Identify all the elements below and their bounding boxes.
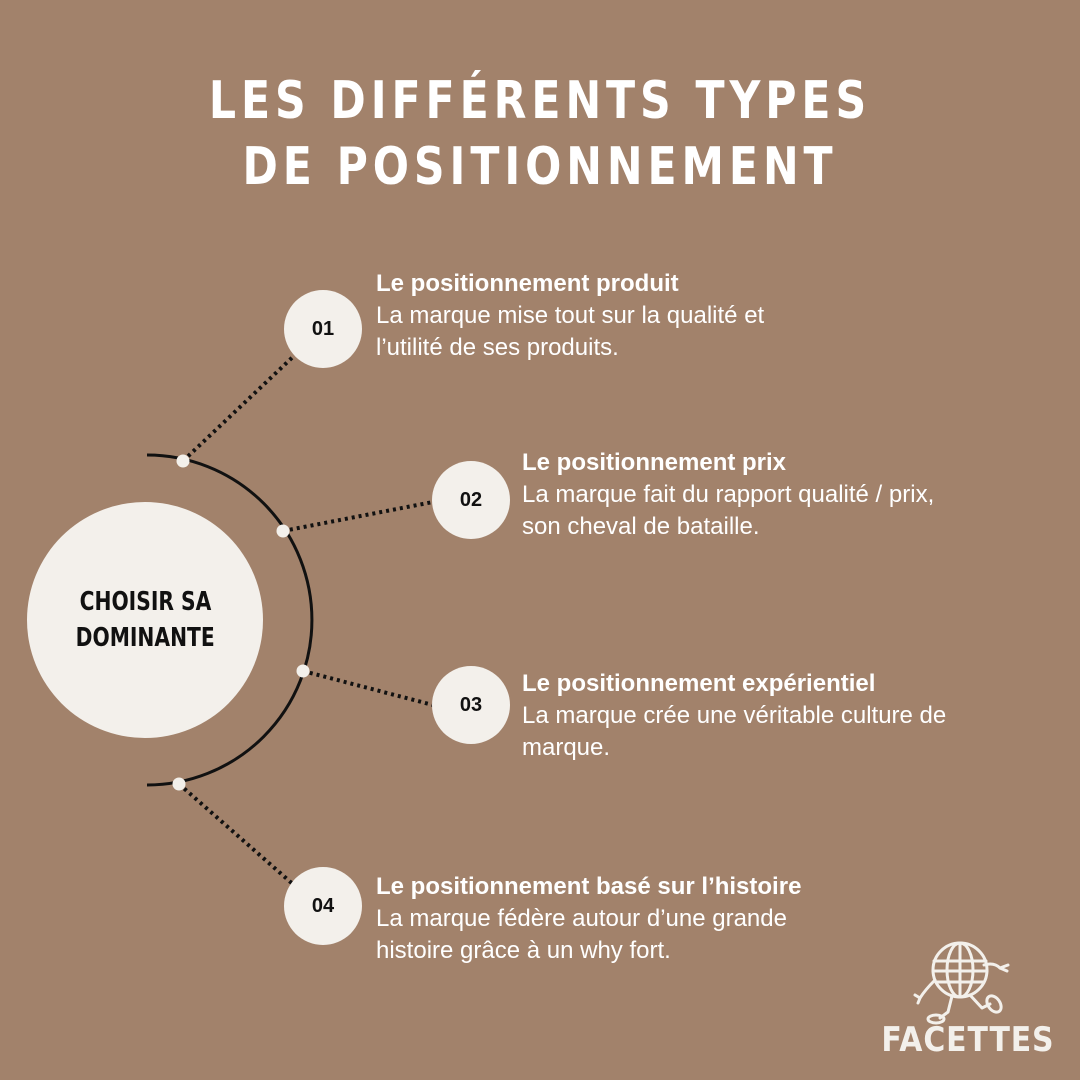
- page-title: LES DIFFÉRENTS TYPES DE POSITIONNEMENT: [0, 68, 1080, 200]
- item-text-02: Le positionnement prix La marque fait du…: [522, 447, 934, 543]
- connector-dot-03: [296, 664, 310, 678]
- item-desc-01-line-2: l’utilité de ses produits.: [376, 334, 619, 361]
- globe-mascot-icon: [913, 941, 1010, 1025]
- hub-label-line-1: CHOISIR SA: [79, 587, 211, 617]
- connector-dot-02: [276, 524, 290, 538]
- item-title-02: Le positionnement prix: [522, 449, 787, 476]
- item-desc-02-line-1: La marque fait du rapport qualité / prix…: [522, 481, 935, 508]
- page-title-line-1: LES DIFFÉRENTS TYPES: [208, 71, 872, 131]
- item-text-04: Le positionnement basé sur l’histoire La…: [376, 871, 801, 967]
- item-title-01: Le positionnement produit: [376, 270, 679, 297]
- connector-dot-01: [176, 454, 190, 468]
- brand-logo: FACETTES: [870, 938, 1060, 1068]
- item-title-04: Le positionnement basé sur l’histoire: [376, 873, 802, 900]
- connector-line-04: [177, 782, 297, 888]
- connector-line-02: [282, 500, 434, 533]
- number-badge-01: 01: [284, 290, 362, 368]
- item-text-03: Le positionnement expérientiel La marque…: [522, 668, 946, 764]
- item-desc-03-line-2: marque.: [522, 734, 611, 761]
- item-desc-03-line-1: La marque crée une véritable culture de: [522, 702, 947, 729]
- page-title-line-2: DE POSITIONNEMENT: [242, 137, 838, 197]
- item-desc-04-line-1: La marque fédère autour d’une grande: [376, 905, 787, 932]
- item-text-01: Le positionnement produit La marque mise…: [376, 268, 764, 364]
- number-badge-02: 02: [432, 461, 510, 539]
- item-title-03: Le positionnement expérientiel: [522, 670, 876, 697]
- item-desc-02-line-2: son cheval de bataille.: [522, 513, 760, 540]
- brand-wordmark: FACETTES: [881, 1020, 1055, 1060]
- item-desc-01-line-1: La marque mise tout sur la qualité et: [376, 302, 765, 329]
- hub-label-line-2: DOMINANTE: [75, 623, 215, 653]
- item-desc-04-line-2: histoire grâce à un why fort.: [376, 937, 671, 964]
- number-badge-03: 03: [432, 666, 510, 744]
- connector-line-01: [181, 351, 299, 463]
- connector-line-03: [302, 669, 434, 707]
- connector-dot-04: [172, 777, 186, 791]
- hub-circle: CHOISIR SA DOMINANTE: [27, 502, 263, 738]
- number-badge-04: 04: [284, 867, 362, 945]
- hub-arc: [146, 453, 314, 787]
